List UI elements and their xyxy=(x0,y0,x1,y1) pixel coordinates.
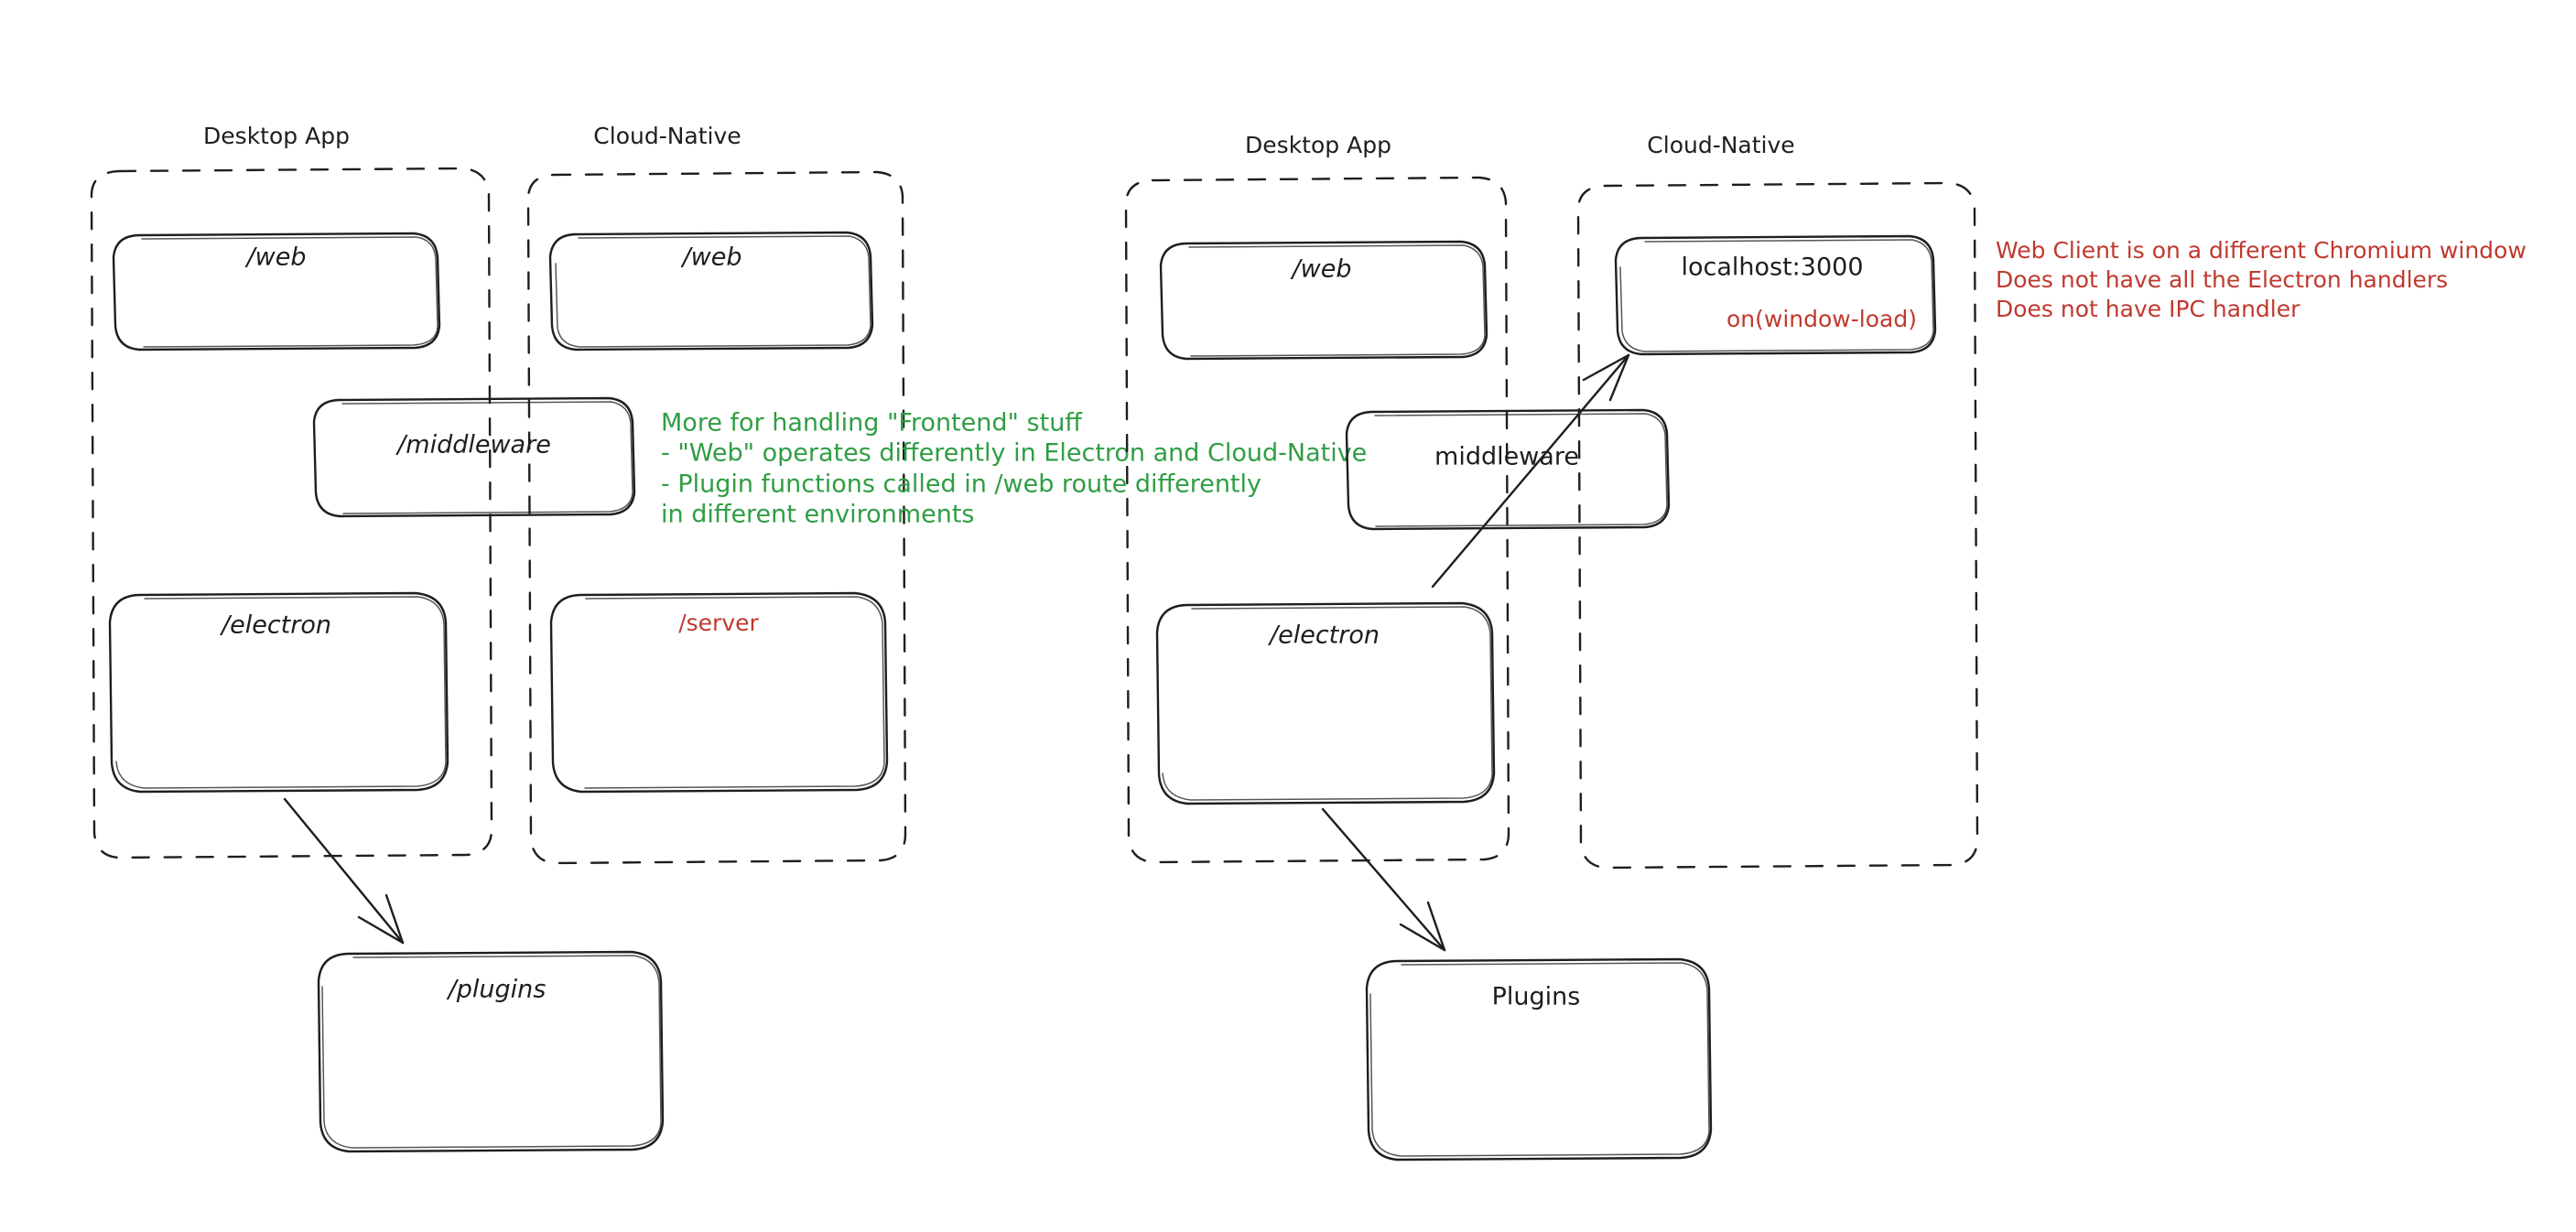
node-right-middleware[interactable]: middleware xyxy=(1345,408,1671,531)
node-label-right-middleware: middleware xyxy=(1434,443,1579,471)
note-green-line-1: More for handling "Frontend" stuff xyxy=(661,409,1083,438)
note-red-line-2: Does not have all the Electron handlers xyxy=(1996,266,2448,293)
group-label-right-cloud-native: Cloud-Native xyxy=(1647,132,1794,158)
node-label-left-plugins: /plugins xyxy=(447,976,547,1004)
node-right-localhost[interactable]: localhost:3000 on(window-load) xyxy=(1614,234,1937,356)
node-label-right-plugins: Plugins xyxy=(1492,983,1581,1011)
group-right-desktop-app[interactable]: Desktop App xyxy=(1124,132,1510,864)
node-label-right-electron: /electron xyxy=(1268,621,1380,650)
node-label-left-server: /server xyxy=(678,610,759,636)
group-left-desktop-app[interactable]: Desktop App xyxy=(90,123,493,859)
note-green-line-2: - "Web" operates differently in Electron… xyxy=(661,439,1367,468)
node-label-left-web-desktop: /web xyxy=(245,243,307,272)
node-right-plugins[interactable]: Plugins xyxy=(1365,957,1713,1162)
node-label-left-web-cloud: /web xyxy=(681,243,742,272)
node-left-middleware[interactable]: /middleware xyxy=(312,396,636,518)
node-label-right-on-window-load: on(window-load) xyxy=(1726,306,1917,332)
node-left-server[interactable]: /server xyxy=(549,591,889,794)
group-right-cloud-native[interactable]: Cloud-Native xyxy=(1576,132,1979,870)
group-label-right-desktop-app: Desktop App xyxy=(1245,132,1391,158)
note-green-line-4: in different environments xyxy=(661,501,974,529)
node-left-electron[interactable]: /electron xyxy=(108,591,449,794)
node-label-right-localhost: localhost:3000 xyxy=(1681,254,1863,282)
arrow-right-electron-to-plugins xyxy=(1321,807,1446,952)
node-right-electron[interactable]: /electron xyxy=(1155,601,1496,805)
note-red: Web Client is on a different Chromium wi… xyxy=(1996,237,2527,322)
node-right-web-desktop[interactable]: /web xyxy=(1159,240,1488,361)
node-left-plugins[interactable]: /plugins xyxy=(317,950,665,1153)
note-red-line-3: Does not have IPC handler xyxy=(1996,296,2300,322)
group-left-cloud-native[interactable]: Cloud-Native xyxy=(526,123,907,865)
node-label-right-web-desktop: /web xyxy=(1291,255,1352,284)
group-label-left-desktop-app: Desktop App xyxy=(203,123,350,149)
node-left-web-cloud[interactable]: /web xyxy=(548,231,874,351)
node-label-left-middleware: /middleware xyxy=(395,431,551,459)
node-label-left-electron: /electron xyxy=(220,611,331,640)
node-left-web-desktop[interactable]: /web xyxy=(112,232,441,351)
note-green: More for handling "Frontend" stuff - "We… xyxy=(661,409,1367,529)
group-label-left-cloud-native: Cloud-Native xyxy=(593,123,741,149)
arrow-left-electron-to-plugins xyxy=(283,797,405,945)
arrow-right-electron-to-localhost xyxy=(1431,353,1630,589)
note-red-line-1: Web Client is on a different Chromium wi… xyxy=(1996,237,2527,264)
note-green-line-3: - Plugin functions called in /web route … xyxy=(661,470,1261,499)
